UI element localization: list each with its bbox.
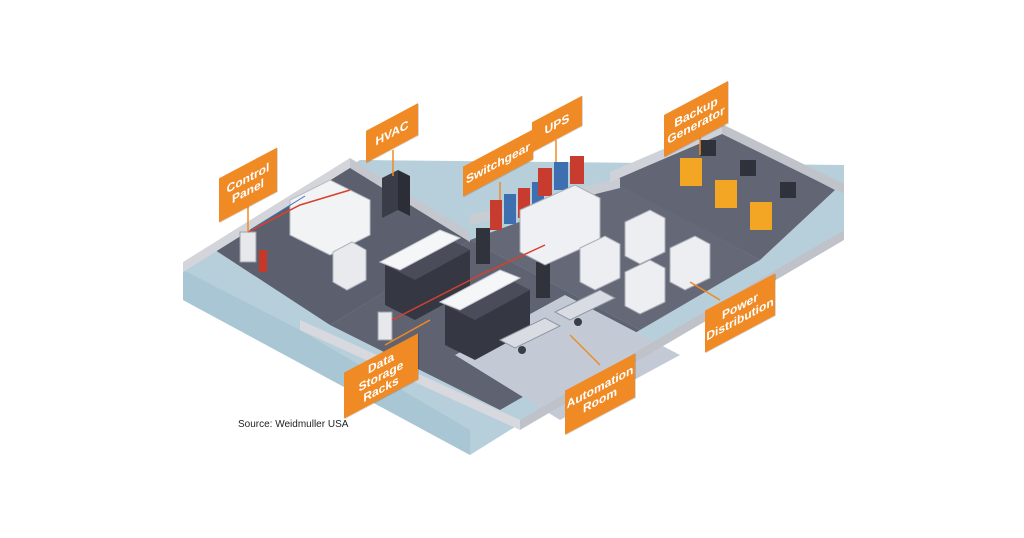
leader-automation <box>569 334 601 366</box>
pipe-line-1 <box>247 189 351 233</box>
leader-power-distribution <box>689 281 721 301</box>
source-caption: Source: Weidmuller USA <box>238 419 349 430</box>
cabinet-dark-1 <box>476 228 490 264</box>
fire-extinguisher <box>259 250 267 272</box>
control-panel-cabinet <box>239 231 257 263</box>
cooling-bar-2 <box>438 269 522 311</box>
leader-data-storage <box>384 319 431 346</box>
small-cabinet <box>332 241 367 291</box>
cabinet-dark-2 <box>536 262 550 298</box>
generator-units <box>680 140 796 230</box>
server-cage <box>289 179 371 256</box>
pool-left <box>183 270 470 455</box>
hvac-unit-side <box>398 170 410 216</box>
wall-gen-right <box>722 124 844 194</box>
ups-units <box>538 156 584 196</box>
pipe-line-2 <box>391 244 546 321</box>
wall-left <box>183 158 350 272</box>
power-distribution-cabinets <box>579 209 711 315</box>
cooling-bar-1 <box>378 229 462 271</box>
label-ups-text: UPS <box>544 109 570 138</box>
hvac-unit <box>382 170 398 218</box>
automation-desks <box>498 289 617 354</box>
rack-side-cabinet <box>377 311 393 341</box>
pipe-line-blue <box>249 195 306 231</box>
